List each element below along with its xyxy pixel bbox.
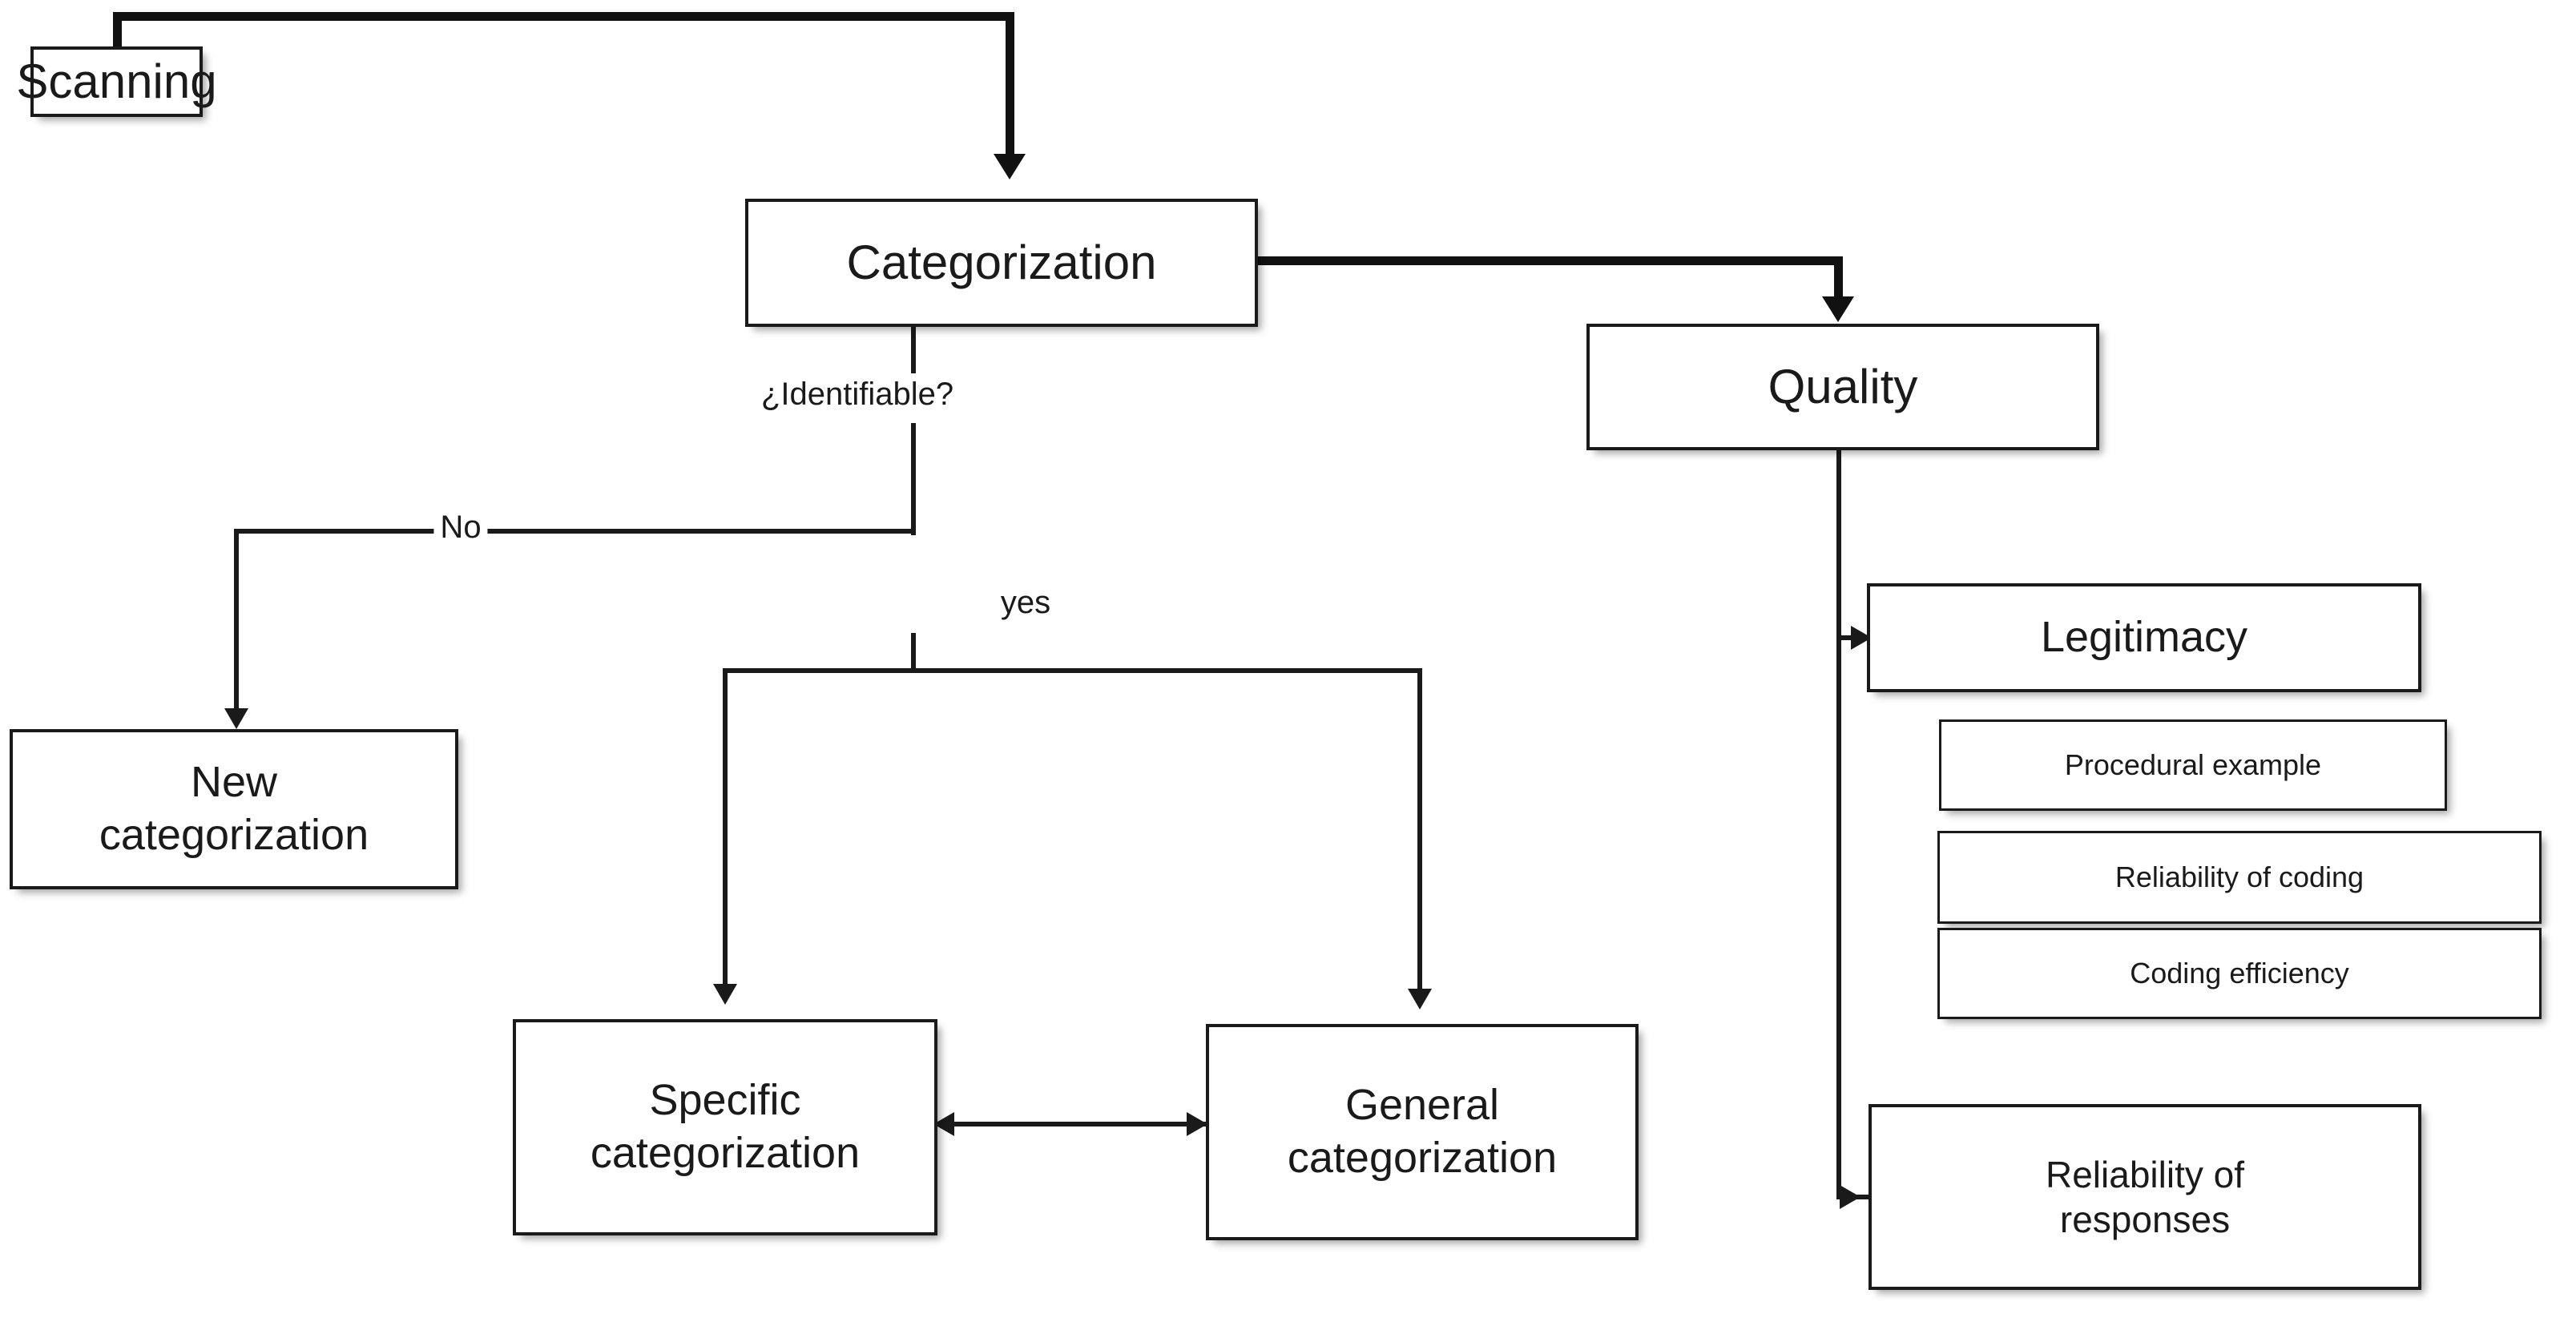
arrowhead-into-general-categorization [1408, 989, 1432, 1010]
node-categorization[interactable]: Categorization [745, 199, 1258, 327]
node-new-categorization[interactable]: New categorization [10, 729, 458, 889]
node-scanning-label: Scanning [16, 54, 217, 109]
node-reliability-of-responses-label-line2: responses [2059, 1199, 2231, 1240]
edge-label-yes: yes [994, 585, 1058, 621]
edge-no-horizontal [234, 529, 916, 534]
node-new-categorization-label-line1: New [190, 758, 278, 807]
edge-yes-right-drop [1417, 668, 1422, 992]
edge-scanning-to-categorization-drop [1006, 12, 1014, 160]
node-quality[interactable]: Quality [1586, 324, 2099, 450]
node-procedural-example-label: Procedural example [2064, 748, 2322, 782]
edge-specific-general-bidirectional [945, 1122, 1206, 1126]
node-quality-label: Quality [1768, 360, 1918, 414]
edge-quality-spine [1836, 450, 1841, 1199]
node-coding-efficiency-label: Coding efficiency [2130, 957, 2349, 990]
node-general-categorization[interactable]: General categorization [1206, 1024, 1639, 1240]
edge-no-vertical [234, 529, 239, 711]
node-reliability-of-coding[interactable]: Reliability of coding [1937, 831, 2542, 924]
edge-yes-stem [911, 633, 916, 671]
arrowhead-into-reliability-of-responses [1840, 1185, 1860, 1209]
node-new-categorization-label-line2: categorization [99, 811, 369, 859]
arrowhead-into-specific-categorization [713, 984, 737, 1005]
edge-label-identifiable: ¿Identifiable? [754, 377, 961, 413]
node-general-categorization-label-line2: categorization [1287, 1134, 1558, 1182]
node-specific-categorization-label-line1: Specific [649, 1076, 801, 1125]
edge-yes-left-drop [723, 668, 728, 987]
arrowhead-toward-general-categorization [1187, 1112, 1207, 1136]
arrowhead-into-categorization [994, 154, 1026, 179]
edge-scanning-to-categorization-horizontal [113, 12, 1014, 21]
edge-categorization-to-quality-horizontal [1250, 256, 1843, 265]
node-reliability-of-responses-label-line1: Reliability of [2046, 1153, 2244, 1195]
node-legitimacy-label: Legitimacy [2040, 613, 2248, 662]
arrowhead-into-quality [1822, 296, 1854, 322]
edge-categorization-decision-stem-lower [911, 423, 916, 535]
edge-categorization-to-quality-drop [1834, 256, 1843, 302]
node-coding-efficiency[interactable]: Coding efficiency [1937, 928, 2542, 1019]
edge-yes-split-horizontal [723, 668, 1422, 673]
arrowhead-into-new-categorization [224, 708, 248, 729]
node-procedural-example[interactable]: Procedural example [1939, 719, 2447, 811]
node-specific-categorization-label-line2: categorization [590, 1129, 861, 1177]
node-scanning[interactable]: Scanning [16, 46, 217, 117]
node-legitimacy[interactable]: Legitimacy [1867, 583, 2421, 692]
edge-scanning-riser [113, 18, 122, 54]
node-reliability-of-responses[interactable]: Reliability of responses [1869, 1104, 2421, 1290]
edge-categorization-decision-stem-upper [911, 327, 916, 373]
node-reliability-of-coding-label: Reliability of coding [2114, 860, 2364, 894]
node-categorization-label: Categorization [846, 236, 1157, 290]
node-general-categorization-label-line1: General [1344, 1081, 1500, 1130]
node-specific-categorization[interactable]: Specific categorization [513, 1019, 937, 1235]
edge-label-no: No [433, 510, 488, 546]
